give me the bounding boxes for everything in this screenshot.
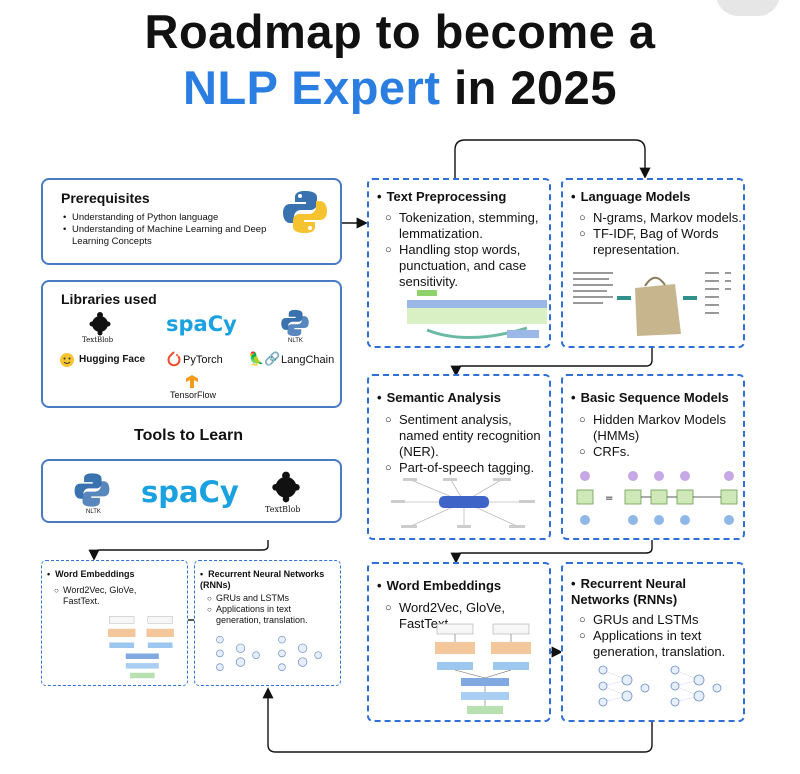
basic-sequence-models-list: Hidden Markov Models (HMMs) CRFs. [579, 412, 739, 460]
tensorflow-icon [186, 375, 198, 388]
hugging-face-icon [60, 353, 74, 367]
semantic-network-figure [391, 478, 535, 528]
language-models-heading: •Language Models [571, 189, 691, 204]
language-models-list: N-grams, Markov models. TF-IDF, Bag of W… [579, 210, 743, 258]
list-item: Applications in text generation, transla… [579, 628, 739, 660]
tool-textblob-label: TextBlob [265, 505, 301, 514]
list-item: GRUs and LSTMs [207, 593, 335, 604]
list-item: Hidden Markov Models (HMMs) [579, 412, 739, 444]
text-preprocessing-heading: •Text Preprocessing [377, 189, 507, 204]
basic-sequence-models-heading: •Basic Sequence Models [571, 390, 729, 405]
text-preprocessing-card: •Text Preprocessing Tokenization, stemmi… [367, 178, 551, 348]
list-item: CRFs. [579, 444, 739, 460]
rnn-unrolled-figure: = [576, 471, 738, 525]
rnns-list-small: GRUs and LSTMs Applications in text gene… [207, 593, 335, 626]
list-item: TF-IDF, Bag of Words representation. [579, 226, 743, 258]
title-rest: in 2025 [440, 61, 617, 114]
word-embeddings-list-small: Word2Vec, GloVe, FastText. [54, 585, 154, 607]
corner-decoration [716, 0, 780, 16]
tool-textblob-icon [272, 471, 300, 503]
semantic-analysis-list: Sentiment analysis, named entity recogni… [385, 412, 545, 476]
neural-network-figure [598, 665, 722, 707]
list-item: Sentiment analysis, named entity recogni… [385, 412, 545, 460]
list-item: Applications in text generation, transla… [207, 604, 335, 626]
pytorch-icon [167, 351, 181, 367]
prerequisite-item: Understanding of Machine Learning and De… [63, 224, 278, 248]
list-item: Word2Vec, GloVe, FastText. [54, 585, 154, 607]
rnns-heading: •Recurrent Neural Networks (RNNs) [571, 576, 687, 607]
semantic-analysis-card: •Semantic Analysis Sentiment analysis, n… [367, 374, 551, 540]
svg-text:=: = [605, 493, 613, 504]
text-preprocessing-list: Tokenization, stemming, lemmatization. H… [385, 210, 549, 290]
bag-of-words-figure [573, 272, 731, 336]
list-item: Part-of-speech tagging. [385, 460, 545, 476]
pytorch-label: PyTorch [183, 354, 223, 366]
rnns-heading-small: •Recurrent Neural Networks (RNNs) [200, 569, 325, 590]
tools-panel: NLTK spaCy TextBlob [41, 459, 342, 523]
page-title-line2: NLP Expert in 2025 [0, 60, 800, 115]
word2vec-architecture-figure-small [107, 616, 174, 679]
rnns-card: •Recurrent Neural Networks (RNNs) GRUs a… [561, 562, 745, 722]
libraries-heading: Libraries used [61, 291, 157, 307]
hugging-face-label: Hugging Face [79, 354, 146, 365]
python-icon [281, 309, 309, 337]
textblob-icon [89, 312, 111, 336]
python-logo-icon [283, 191, 327, 233]
language-models-card: •Language Models N-grams, Markov models.… [561, 178, 745, 348]
spacy-logo: spaCy [166, 312, 237, 336]
word-embeddings-heading: •Word Embeddings [377, 578, 502, 593]
tensorflow-label: TensorFlow [170, 390, 217, 400]
tool-spacy-logo: spaCy [141, 475, 239, 509]
rnns-card-small: •Recurrent Neural Networks (RNNs) GRUs a… [194, 560, 341, 686]
word2vec-architecture-figure [435, 623, 531, 714]
prerequisite-item: Understanding of Python language [63, 212, 278, 224]
word-embeddings-card-small: •Word Embeddings Word2Vec, GloVe, FastTe… [41, 560, 188, 686]
basic-sequence-models-card: •Basic Sequence Models Hidden Markov Mod… [561, 374, 745, 540]
word-embeddings-heading-small: •Word Embeddings [47, 569, 135, 579]
page-title-line1: Roadmap to become a [144, 5, 656, 58]
langchain-icon: 🦜🔗 [248, 351, 281, 366]
list-item: N-grams, Markov models. [579, 210, 743, 226]
textblob-label: TextBlob [82, 336, 114, 344]
preprocessing-pipeline-figure [407, 290, 547, 340]
nltk-python-icon [74, 473, 110, 507]
nltk-label: NLTK [288, 338, 303, 344]
tools-heading: Tools to Learn [134, 427, 244, 444]
list-item: GRUs and LSTMs [579, 612, 739, 628]
title-highlight: NLP Expert [183, 61, 441, 114]
list-item: Handling stop words, punctuation, and ca… [385, 242, 549, 290]
tool-nltk-label: NLTK [86, 509, 101, 515]
word-embeddings-card: •Word Embeddings Word2Vec, GloVe, FastTe… [367, 562, 551, 722]
prerequisites-heading: Prerequisites [61, 190, 150, 206]
neural-network-figure-small [216, 635, 322, 671]
rnns-list: GRUs and LSTMs Applications in text gene… [579, 612, 739, 660]
prerequisites-list: Understanding of Python language Underst… [63, 212, 278, 248]
semantic-analysis-heading: •Semantic Analysis [377, 390, 501, 405]
prerequisites-panel: Prerequisites Understanding of Python la… [41, 178, 342, 265]
libraries-panel: Libraries used TextBlob spaCy NLTK Huggi… [41, 280, 342, 408]
list-item: Tokenization, stemming, lemmatization. [385, 210, 549, 242]
langchain-label: LangChain [281, 354, 335, 366]
